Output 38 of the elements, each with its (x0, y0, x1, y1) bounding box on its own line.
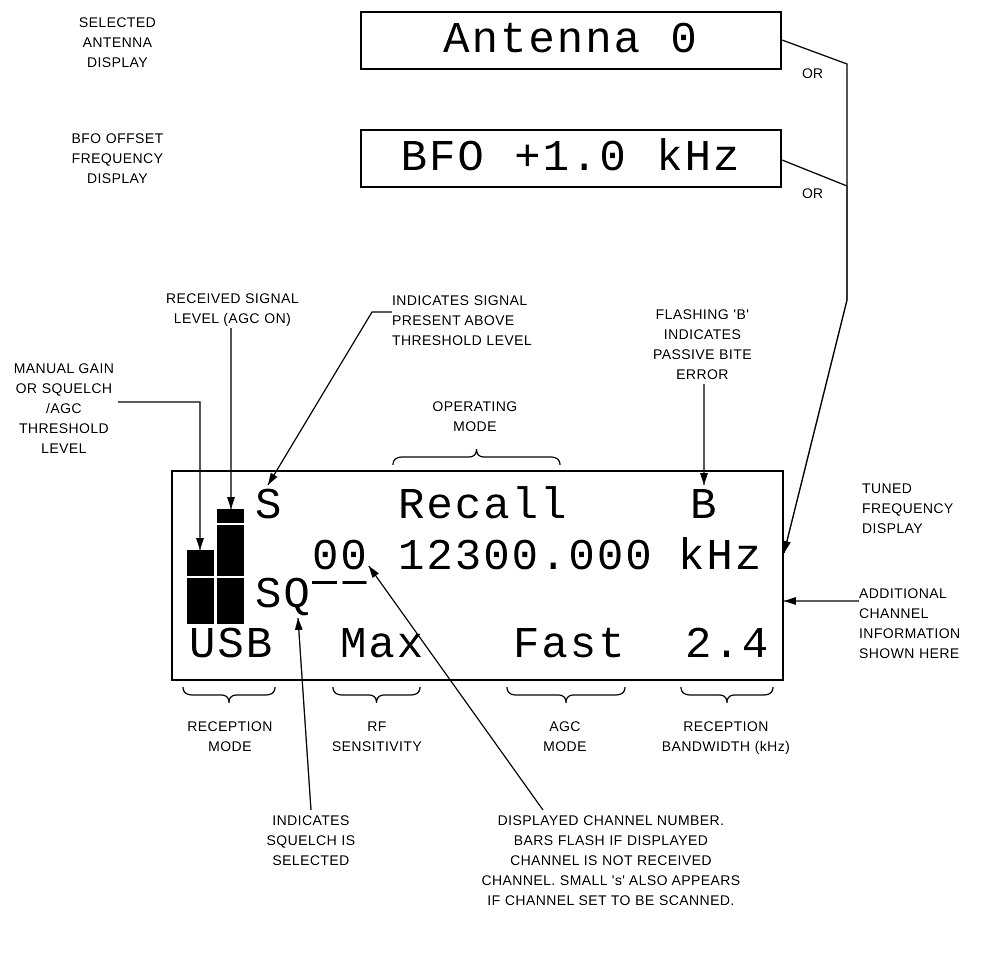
lcd-text: USB (189, 624, 274, 668)
callout-text: RECEIVED SIGNAL LEVEL (AGC ON) (150, 288, 315, 328)
lcd-text: Max (340, 624, 426, 668)
callout-text: INDICATES SIGNAL PRESENT ABOVE THRESHOLD LEVEL (392, 290, 582, 350)
leader-arrow (294, 618, 312, 810)
callout-text: AGC MODE (542, 717, 588, 756)
callout-text: TUNED FREQUENCY DISPLAY (862, 479, 954, 538)
leader-arrow (784, 597, 859, 605)
callout-text: INDICATES SQUELCH IS SELECTED (251, 810, 371, 870)
leader-arrow (368, 566, 544, 810)
lcd-text: 2.4 (685, 624, 770, 668)
lcd-text: Recall (398, 485, 568, 529)
callout-text: MANUAL GAIN OR SQUELCH /AGC THRESHOLD LEVEL (10, 358, 118, 458)
lcd-text: 12300.000 (398, 536, 654, 580)
signal-bar (187, 550, 214, 624)
callout-text: RF SENSITIVITY (330, 717, 424, 756)
lcd-display: BFO +1.0 kHz (360, 129, 782, 188)
lcd-text: B (690, 485, 718, 529)
leader-arrow (118, 401, 204, 550)
leader-arrow (782, 159, 848, 554)
lcd-display: Antenna 0 (360, 11, 782, 70)
callout-text: OPERATING MODE (431, 397, 519, 436)
lcd-text: Fast (513, 624, 627, 668)
callout-text: FLASHING 'B' INDICATES PASSIVE BITE ERROR (640, 304, 765, 384)
leader-arrow (227, 328, 235, 509)
callout-text: SELECTED ANTENNA DISPLAY (65, 12, 170, 72)
callout-text: DISPLAYED CHANNEL NUMBER. BARS FLASH IF DISPLAYED CHANNEL IS NOT RECEIVED CHANNEL. SMALL 's' ALSO APPEARS IF CHANNEL SET TO BE SCANNED. (480, 810, 742, 910)
signal-bar (217, 509, 244, 624)
leader-arrow (267, 311, 392, 486)
callout-text: RECEPTION BANDWIDTH (kHz) (661, 717, 791, 756)
callout-text: ADDITIONAL CHANNEL INFORMATION SHOWN HERE (859, 583, 995, 663)
lcd-text: SQ (255, 574, 312, 618)
lcd-display (171, 470, 784, 681)
lcd-text: S (255, 485, 284, 529)
callout-text: RECEPTION MODE (186, 717, 274, 756)
leader-arrow (700, 384, 708, 485)
lcd-text: kHz (678, 536, 764, 580)
callout-text: BFO OFFSET FREQUENCY DISPLAY (55, 128, 180, 188)
